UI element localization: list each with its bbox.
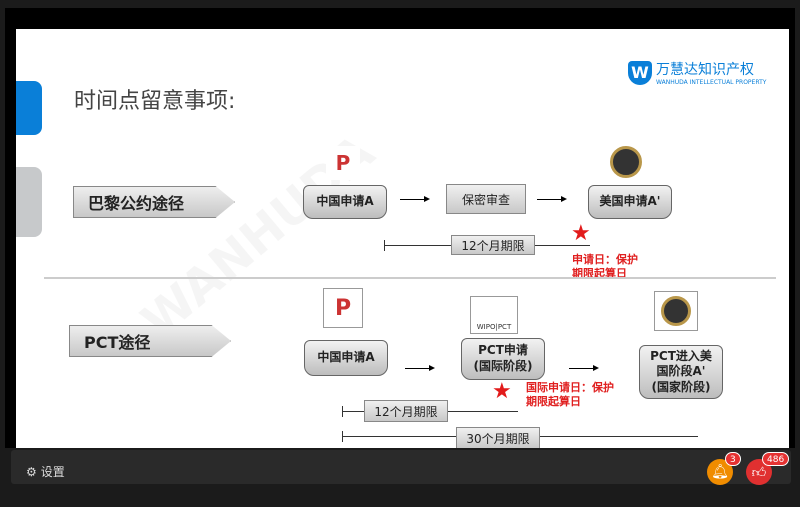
like-badge: 486 [762,452,790,466]
logo-mark-icon: W [628,60,652,85]
paris-step-review: 保密审查 [446,184,526,214]
settings-label: 设置 [40,465,65,479]
logo-en: WANHUDA INTELLECTUAL PROPERTY [656,79,767,86]
star-icon: ★ [571,221,591,246]
bell-badge: 3 [725,452,741,466]
bell-icon: 🔔︎ [711,464,729,480]
pct-step-china: 中国申请A [304,340,388,376]
star-icon: ★ [492,379,512,404]
paris-route-label: 巴黎公约途径 [73,186,235,218]
paris-period-label: 12个月期限 [451,235,535,255]
arrow-icon [537,196,567,202]
wipo-pct-logo-icon: WIPO|PCT [470,296,518,334]
pct-route-label: PCT途径 [69,325,231,357]
paris-step-china: 中国申请A [303,185,387,219]
gear-icon: ⚙ [26,464,37,479]
pct-30-label: 30个月期限 [456,427,540,448]
pct-12-label: 12个月期限 [364,400,448,422]
uspto-seal-icon [610,146,642,178]
arrow-icon [569,365,599,371]
bottom-toolbar [11,450,791,484]
settings-button[interactable]: ⚙设置 [26,463,65,480]
divider [44,277,776,279]
pct-step-international: PCT申请 (国际阶段) [461,338,545,380]
slide-tab-grey [16,167,42,237]
pct-step-us: PCT进入美 国阶段A' (国家阶段) [639,345,723,399]
thumbs-up-icon: 👍︎ [751,464,767,481]
bell-button[interactable]: 🔔︎ [707,459,733,485]
uspto-seal-icon [654,291,698,331]
arrow-icon [405,365,435,371]
cnipa-logo-icon: P [326,146,360,180]
slide-tab-blue [16,81,42,135]
arrow-icon [400,196,430,202]
pct-note: 国际申请日：保护 期限起算日 [526,381,614,409]
slide-title: 时间点留意事项: [74,89,236,114]
logo-cn: 万慧达知识产权 [656,62,754,78]
paris-step-us: 美国申请A' [588,185,672,219]
cnipa-logo-icon: P [323,288,363,328]
